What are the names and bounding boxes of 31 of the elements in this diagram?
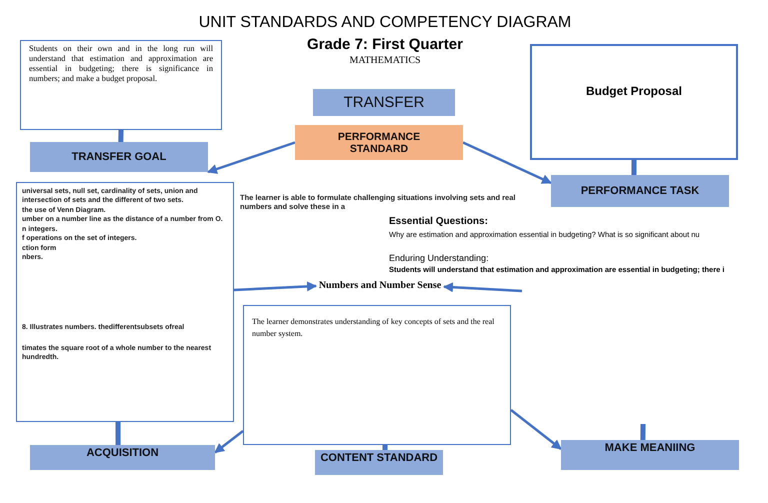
- heading-band: CONTENT STANDARD: [315, 450, 443, 475]
- essential-questions-heading: Essential Questions:: [389, 216, 489, 227]
- heading-band: ACQUISITION: [30, 445, 215, 470]
- arrow: [510, 409, 562, 450]
- content-standard-text: The learner demonstrates understanding of key concepts of sets and the real number system.: [251, 316, 496, 340]
- arrow: [234, 281, 317, 292]
- content-standard-box: [243, 305, 511, 445]
- goal-text: Students on their own and in the long run will understand that estimation and approximation are essential in budgeting; there is significance in numbers; and make a budget proposal.: [28, 43, 214, 85]
- enduring-understanding-heading: Enduring Understanding:: [389, 253, 490, 263]
- grade-subtitle: Grade 7: First Quarter: [306, 36, 464, 53]
- arrow: [207, 141, 296, 174]
- subject-label: MATHEMATICS: [348, 55, 422, 66]
- connector-line: [382, 445, 388, 450]
- heading-band: TRANSFER: [313, 89, 455, 116]
- connector-line: [640, 424, 646, 440]
- arrow: [214, 430, 244, 454]
- task-title: Budget Proposal: [584, 84, 683, 98]
- goal-statement-box: [20, 40, 222, 130]
- topic-text: Numbers and Number Sense: [318, 279, 442, 293]
- standard-band: PERFORMANCE STANDARD: [295, 125, 463, 160]
- diagram-title: UNIT STANDARDS AND COMPETENCY DIAGRAM: [198, 14, 572, 32]
- task-box: [530, 44, 738, 160]
- heading-band: TRANSFER GOAL: [30, 142, 208, 172]
- connector-line: [631, 160, 636, 175]
- heading-band: PERFORMANCE TASK: [551, 175, 729, 207]
- competency-box: [16, 182, 234, 422]
- arrow: [443, 282, 522, 292]
- connector-line: [116, 422, 121, 445]
- heading-band: MAKE MEANIING: [561, 440, 739, 470]
- arrow: [462, 141, 552, 184]
- connector-line: [118, 130, 124, 142]
